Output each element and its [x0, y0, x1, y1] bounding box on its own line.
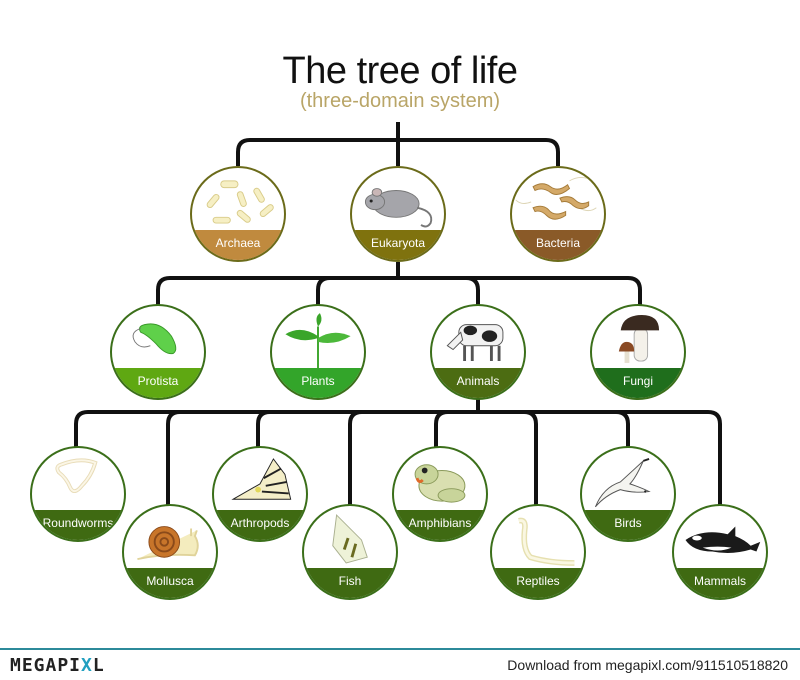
mushroom-icon: [618, 315, 660, 363]
snake-icon: [518, 517, 575, 566]
archaea-icon: [206, 180, 274, 224]
node-roundworms: Roundworms: [30, 446, 126, 542]
footer-divider: [0, 648, 800, 650]
megapixl-logo: MEGAPIXL: [10, 655, 105, 676]
node-label: Amphibians: [394, 510, 486, 540]
bird-icon: [594, 458, 651, 508]
node-eukaryota: Eukaryota: [350, 166, 446, 262]
node-protista: Protista: [110, 304, 206, 400]
node-reptiles: Reptiles: [490, 504, 586, 600]
node-birds: Birds: [580, 446, 676, 542]
node-label: Animals: [432, 368, 524, 398]
download-link[interactable]: Download from megapixl.com/911510518820: [507, 657, 788, 673]
node-label: Plants: [272, 368, 364, 398]
node-label: Fish: [304, 568, 396, 598]
node-label: Reptiles: [492, 568, 584, 598]
node-amphibians: Amphibians: [392, 446, 488, 542]
frog-icon: [414, 464, 466, 503]
plant-icon: [285, 313, 351, 371]
logo-x: X: [81, 655, 93, 676]
worm-icon: [55, 458, 98, 493]
node-fungi: Fungi: [590, 304, 686, 400]
node-archaea: Archaea: [190, 166, 286, 262]
node-fish: Fish: [302, 504, 398, 600]
node-animals: Animals: [430, 304, 526, 400]
bacteria-icon: [515, 176, 599, 220]
logo-text: MEGAPI: [10, 655, 82, 676]
fish-icon: [332, 514, 368, 564]
node-label: Bacteria: [512, 230, 604, 260]
page-title: The tree of life: [282, 50, 518, 92]
page-subtitle: (three-domain system): [299, 90, 501, 112]
node-label: Birds: [582, 510, 674, 540]
node-label: Eukaryota: [352, 230, 444, 260]
protist-icon: [132, 323, 177, 355]
butterfly-icon: [231, 458, 292, 500]
node-label: Mollusca: [124, 568, 216, 598]
node-label: Fungi: [592, 368, 684, 398]
node-label: Protista: [112, 368, 204, 398]
node-label: Archaea: [192, 230, 284, 260]
node-mollusca: Mollusca: [122, 504, 218, 600]
logo-end: L: [92, 655, 105, 676]
node-bacteria: Bacteria: [510, 166, 606, 262]
node-label: Arthropods: [214, 510, 306, 540]
snail-icon: [137, 526, 199, 561]
orca-icon: [685, 526, 761, 553]
mouse-icon: [364, 188, 433, 228]
node-label: Mammals: [674, 568, 766, 598]
node-arthropods: Arthropods: [212, 446, 308, 542]
node-plants: Plants: [270, 304, 366, 400]
cow-icon: [446, 324, 504, 362]
node-mammals: Mammals: [672, 504, 768, 600]
node-label: Roundworms: [32, 510, 124, 540]
